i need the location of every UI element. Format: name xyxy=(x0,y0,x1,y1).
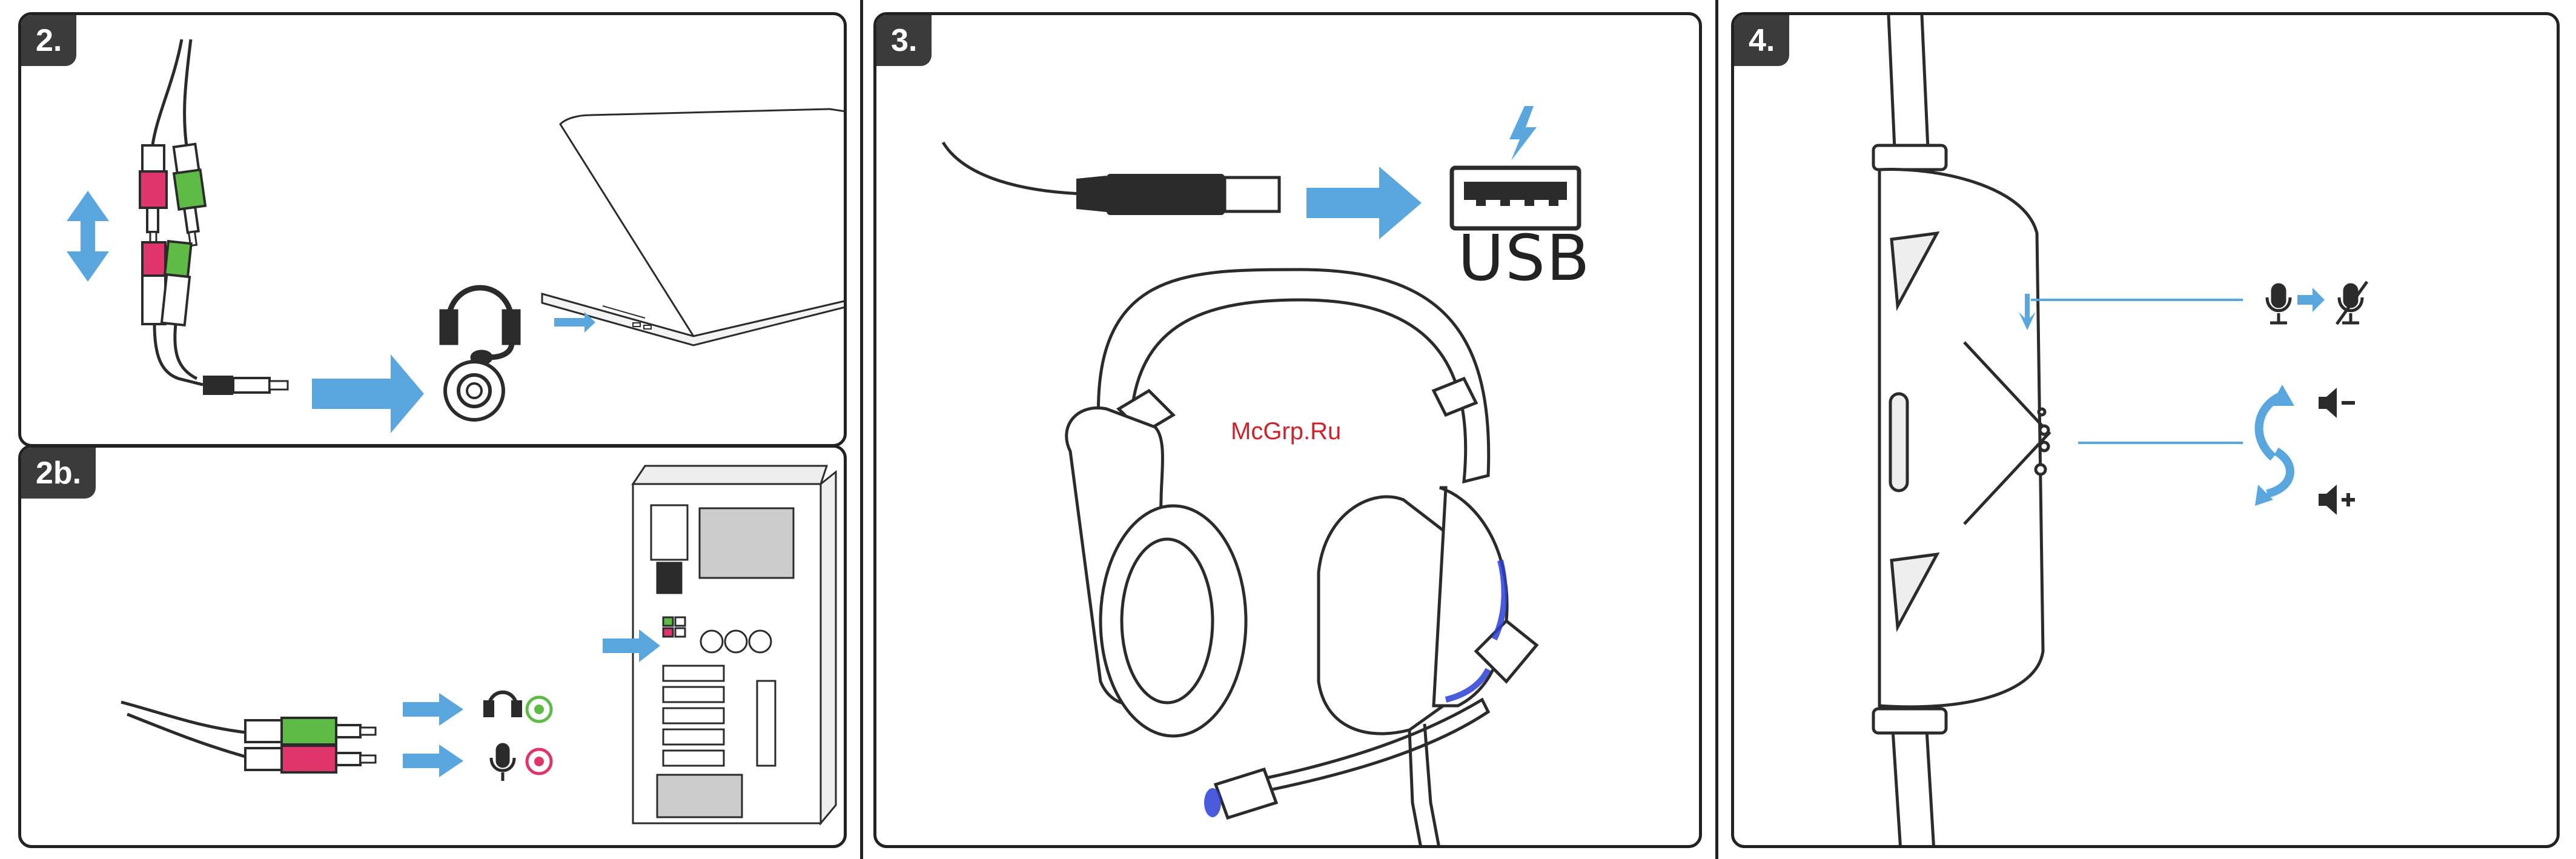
step-2-illustration xyxy=(21,15,847,447)
green-socket-lower xyxy=(162,241,191,325)
four-pole-jack xyxy=(203,376,288,395)
green-jack-upper xyxy=(174,144,205,246)
panel-step-2: 2. xyxy=(18,12,847,447)
microphone-icon xyxy=(2267,285,2290,323)
volume-up-icon xyxy=(2319,485,2355,515)
usb-label: USB xyxy=(1458,221,1591,295)
inline-remote xyxy=(1873,145,2049,733)
big-right-arrow xyxy=(312,354,424,433)
green-jack xyxy=(245,718,376,745)
headphone-icon xyxy=(442,288,518,362)
laptop xyxy=(542,109,847,345)
volume-wheel-arrows xyxy=(2259,397,2290,494)
usb-port-icon xyxy=(1452,168,1579,228)
headset xyxy=(1067,270,1537,848)
usb-plug xyxy=(1076,174,1279,215)
column-divider-1 xyxy=(860,0,863,859)
pink-jack-upper xyxy=(140,145,167,245)
panel-step-2b: 2b. xyxy=(18,445,847,848)
pc-tower xyxy=(633,466,836,823)
panel-step-4: 4. xyxy=(1731,12,2560,848)
arrow-to-mic xyxy=(403,745,463,777)
led-mic-tip xyxy=(1204,788,1221,817)
mute-arrow xyxy=(2297,288,2325,312)
microphone-icon xyxy=(491,745,514,781)
lightning-icon xyxy=(1509,106,1537,161)
step-4-illustration xyxy=(1734,15,2560,848)
mic-mute-icon xyxy=(2337,282,2367,324)
watermark: McGrp.Ru xyxy=(1231,418,1341,445)
audio-port-icon xyxy=(445,362,503,420)
arrow-to-headphone xyxy=(403,693,463,726)
headphone-icon xyxy=(485,692,520,715)
column-divider-2 xyxy=(1715,0,1718,859)
volume-down-icon xyxy=(2319,388,2355,418)
pink-jack xyxy=(245,746,376,772)
usb-arrow xyxy=(1306,167,1422,239)
panel-step-3: 3. xyxy=(873,12,1702,848)
up-down-arrow xyxy=(67,191,109,282)
step-2b-illustration xyxy=(21,448,847,848)
